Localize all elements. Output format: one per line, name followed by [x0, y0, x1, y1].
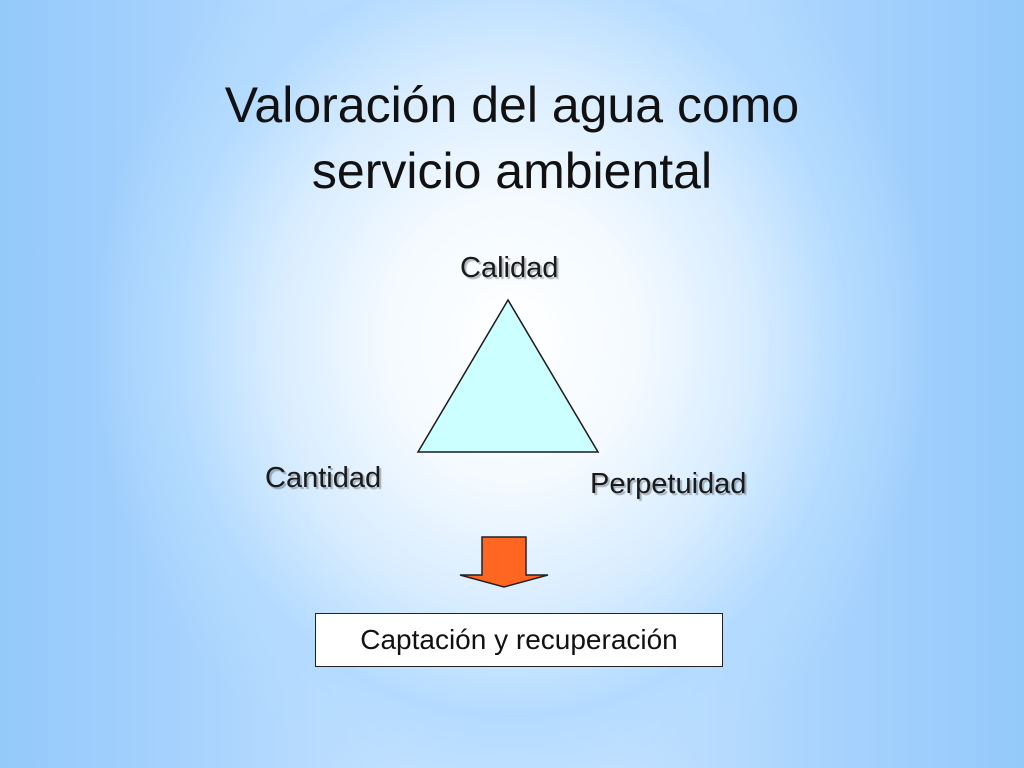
result-box: Captación y recuperación — [315, 613, 723, 667]
label-calidad: Calidad — [460, 252, 559, 284]
triangle-shape — [416, 298, 600, 453]
label-cantidad: Cantidad — [265, 462, 382, 494]
down-arrow-shape — [459, 536, 549, 588]
label-perpetuidad: Perpetuidad — [590, 468, 747, 500]
slide-title: Valoración del agua como servicio ambien… — [112, 72, 912, 204]
title-line-1: Valoración del agua como — [224, 77, 800, 133]
title-line-2: servicio ambiental — [311, 143, 713, 199]
